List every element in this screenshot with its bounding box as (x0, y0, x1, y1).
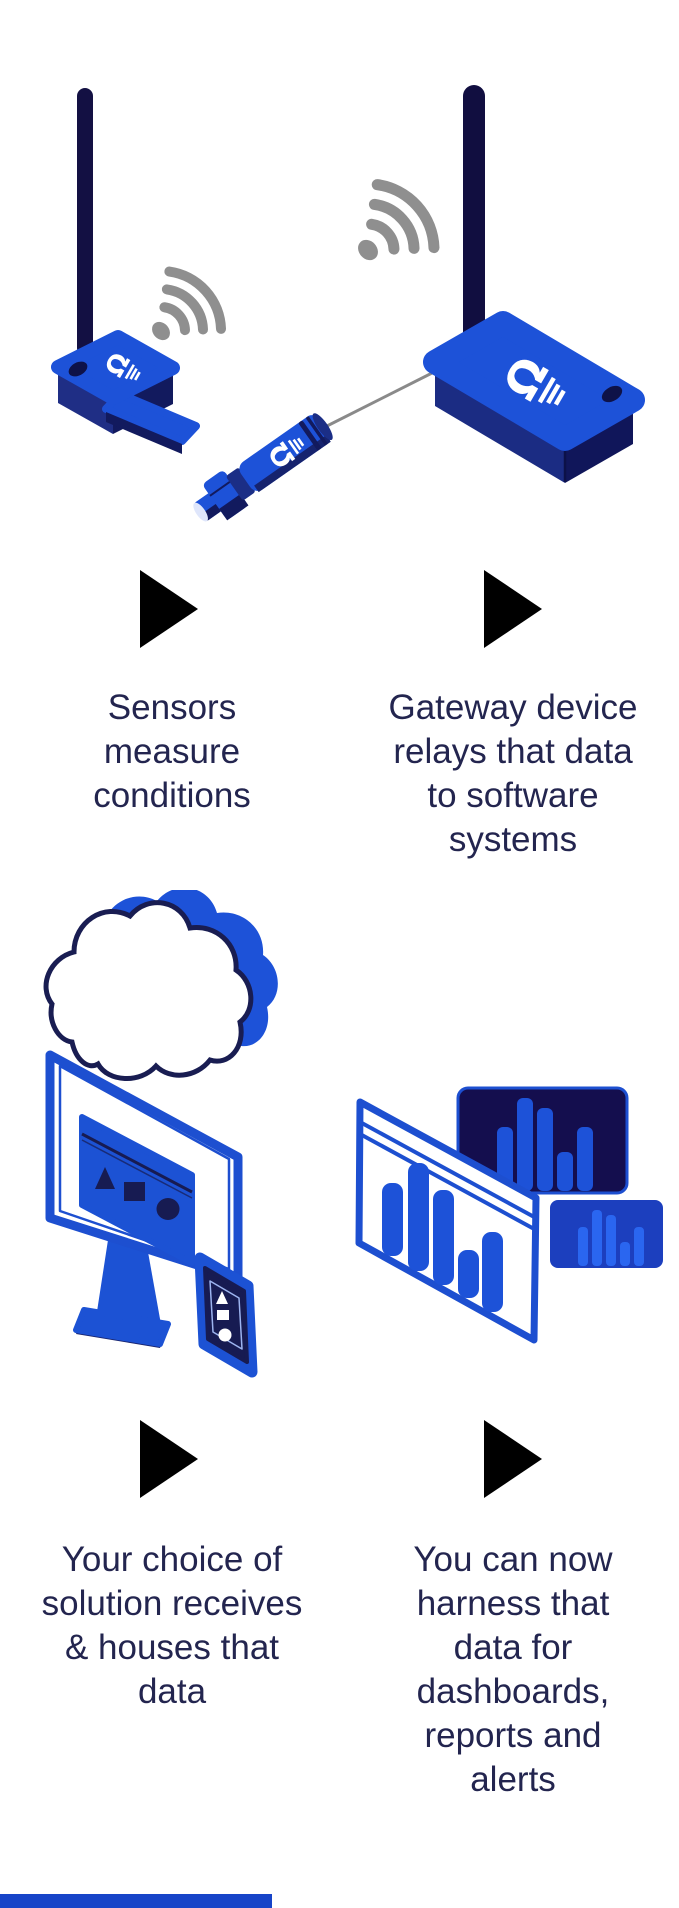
circle-shape (156, 1198, 180, 1220)
flow-arrow (140, 570, 198, 648)
step-caption-gateway: Gateway device relays that data to softw… (388, 688, 638, 859)
square-shape (124, 1182, 145, 1201)
flow-arrow (484, 570, 542, 648)
gateway-antenna (463, 85, 485, 343)
mounting-hole (68, 361, 88, 377)
wifi-signal-icon (152, 266, 227, 341)
probe-sensor: Ω (193, 413, 333, 522)
sensor-device: Ω (51, 330, 200, 454)
square-shape (217, 1310, 229, 1320)
monitor-stand (73, 1240, 171, 1348)
step-caption-solution: Your choice of solution receives & house… (41, 1540, 303, 1711)
bottom-accent-bar (0, 1894, 272, 1908)
circle-shape (218, 1328, 232, 1342)
software-dashboards-illustration (43, 890, 663, 1378)
sensors-gateway-illustration: Ω Ω (51, 85, 645, 522)
gateway-device: Ω (423, 311, 645, 483)
bar-chart (578, 1210, 644, 1266)
cloud-icon (43, 890, 278, 1081)
monitor-icon (45, 1050, 243, 1283)
phone-icon (194, 1252, 258, 1378)
flow-arrow (140, 1420, 198, 1498)
step-caption-harness: You can now harness that data for dashbo… (413, 1540, 613, 1799)
bar-chart (382, 1163, 503, 1312)
dashboard-panel-front (355, 1098, 540, 1344)
dashboard-panel-dark (456, 1086, 629, 1195)
dashboard-panel-small (550, 1200, 663, 1268)
mounting-hole (601, 385, 623, 403)
probe-cable (322, 368, 439, 430)
triangle-shape (95, 1167, 115, 1189)
wifi-signal-icon (358, 179, 440, 261)
sensor-antenna (77, 88, 93, 356)
triangle-shape (216, 1291, 228, 1304)
step-caption-sensors: Sensors measure conditions (93, 688, 251, 815)
flow-arrow (484, 1420, 542, 1498)
